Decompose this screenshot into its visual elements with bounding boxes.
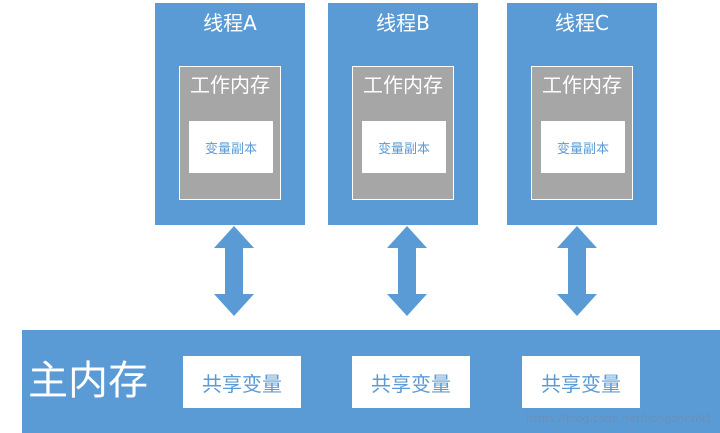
thread-c-box: 线程C 工作内存 变量副本 [507,3,657,225]
thread-a-work-memory-label: 工作内存 [190,73,270,97]
shared-var-2: 共享变量 [352,356,470,408]
thread-a-double-arrow-icon [214,226,254,316]
thread-c-work-memory-label: 工作内存 [542,73,622,97]
thread-b-work-memory-label: 工作内存 [363,73,443,97]
thread-a-work-memory: 工作内存 变量副本 [179,66,281,200]
thread-a-var-copy: 变量副本 [189,121,273,173]
thread-a-title: 线程A [203,11,257,35]
thread-c-title: 线程C [555,11,609,35]
thread-b-double-arrow-icon [387,226,427,316]
shared-var-1: 共享变量 [183,356,301,408]
watermark-text: https://blog.csdn.net/bongzhen91 [526,412,712,425]
thread-b-box: 线程B 工作内存 变量副本 [328,3,478,225]
thread-b-var-copy: 变量副本 [362,121,446,173]
thread-a-box: 线程A 工作内存 变量副本 [155,3,305,225]
shared-var-3: 共享变量 [522,356,640,408]
thread-c-double-arrow-icon [557,226,597,316]
main-memory-title: 主内存 [28,358,148,404]
thread-b-title: 线程B [376,11,430,35]
thread-c-work-memory: 工作内存 变量副本 [531,66,633,200]
thread-c-var-copy: 变量副本 [541,121,625,173]
thread-b-work-memory: 工作内存 变量副本 [352,66,454,200]
main-memory-box: 主内存 共享变量 共享变量 共享变量 [22,330,720,433]
